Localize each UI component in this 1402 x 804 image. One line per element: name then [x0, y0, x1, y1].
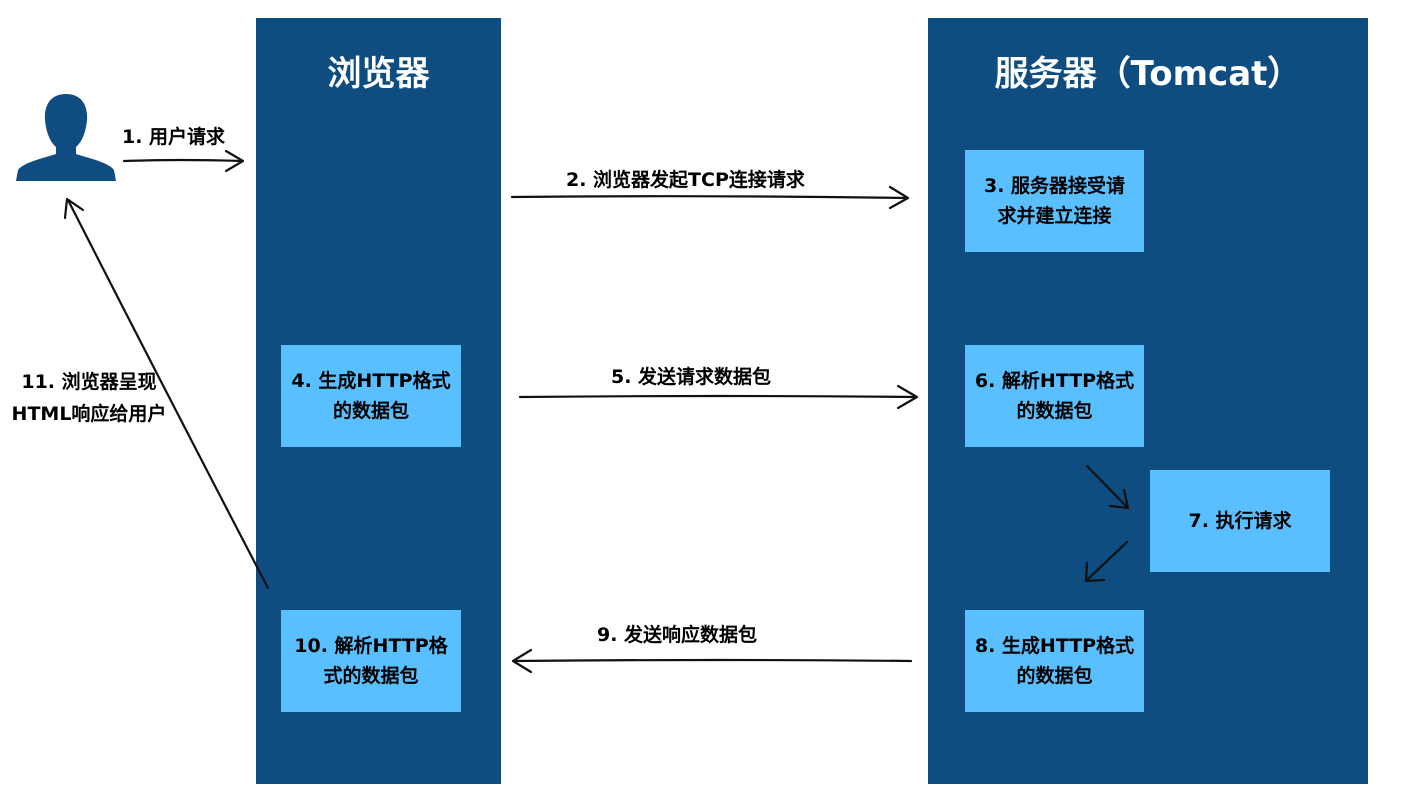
step-7-box: 7. 执行请求 [1150, 470, 1330, 572]
label-step-5: 5. 发送请求数据包 [611, 366, 772, 388]
arrow-send-response [511, 648, 913, 674]
step-3-box: 3. 服务器接受请 求并建立连接 [965, 150, 1144, 252]
step-4-box: 4. 生成HTTP格式 的数据包 [281, 345, 461, 447]
label-step-11: 11. 浏览器呈现 HTML响应给用户 [11, 371, 167, 425]
step-8-box: 8. 生成HTTP格式 的数据包 [965, 610, 1144, 712]
arrow-user-request [122, 149, 245, 173]
arrow-send-request [518, 384, 919, 410]
arrow-render-to-user [63, 197, 270, 590]
step-10-box: 10. 解析HTTP格 式的数据包 [281, 610, 461, 712]
label-step-2: 2. 浏览器发起TCP连接请求 [566, 169, 805, 191]
server-lane-title: 服务器（Tomcat） [994, 54, 1302, 94]
step-6-box: 6. 解析HTTP格式 的数据包 [965, 345, 1144, 447]
label-step-9: 9. 发送响应数据包 [597, 624, 758, 646]
arrow-parse-to-execute [1085, 464, 1130, 510]
arrow-tcp-request [510, 185, 910, 210]
browser-lane-title: 浏览器 [327, 54, 430, 94]
arrow-execute-to-generate [1084, 540, 1129, 583]
label-step-1: 1. 用户请求 [122, 126, 226, 148]
user-icon [16, 94, 116, 181]
